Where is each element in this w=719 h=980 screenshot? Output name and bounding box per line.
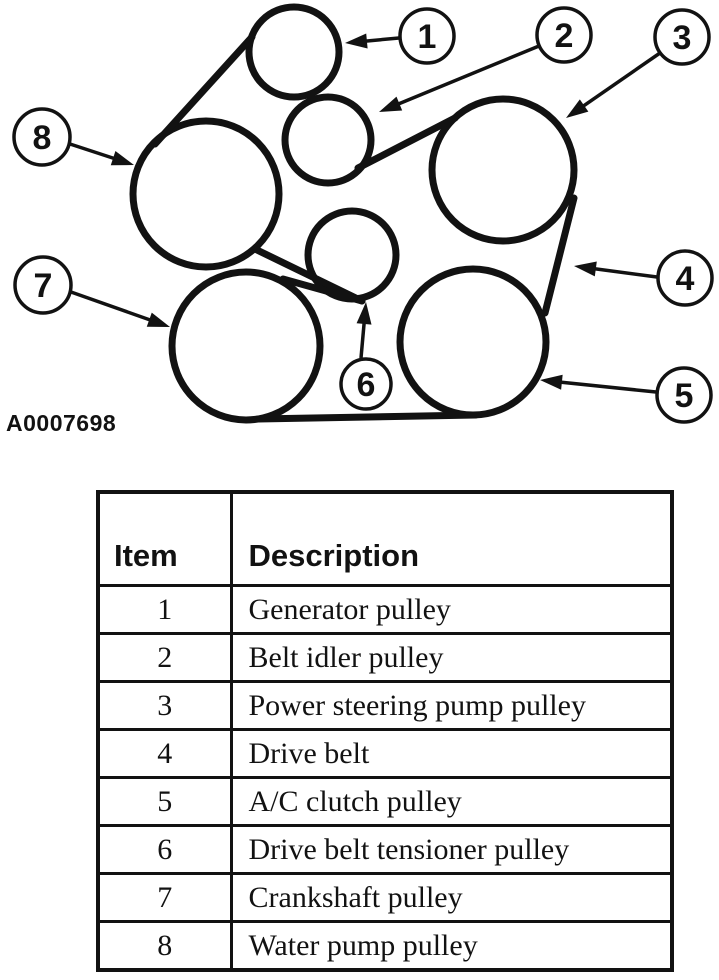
callout-number-8: 8 <box>33 119 52 157</box>
callout-arrowhead <box>356 302 372 325</box>
drive-belt-segment <box>254 411 480 423</box>
item-number-cell: 6 <box>96 824 233 875</box>
callout-bubble-4 <box>656 249 714 307</box>
callout-number-3: 3 <box>673 19 692 57</box>
drive-belt-segment <box>354 114 459 172</box>
item-number-cell: 1 <box>96 584 233 635</box>
callout-bubble-8 <box>12 107 72 167</box>
item-number-cell: 4 <box>96 728 233 779</box>
pulley-drive-belt-tensioner-pulley <box>304 207 400 303</box>
callout-arrowhead <box>379 96 403 112</box>
callout-bubble-6 <box>339 357 393 411</box>
callout-number-7: 7 <box>34 267 53 305</box>
callout-bubble-7 <box>13 255 73 315</box>
pulley-ac-clutch-pulley <box>396 265 550 419</box>
item-number-cell: 7 <box>96 872 233 923</box>
callout-arrow-line <box>359 319 367 359</box>
callout-number-5: 5 <box>675 377 694 415</box>
callout-arrow-line <box>362 36 400 44</box>
table-header-row: Item Description <box>96 490 674 587</box>
description-cell: Power steering pump pulley <box>229 680 674 731</box>
drive-belt-segment <box>151 33 256 148</box>
item-number-cell: 2 <box>96 632 233 683</box>
callout-arrowhead <box>110 151 134 166</box>
callout-arrowhead <box>574 261 597 277</box>
pulley-crankshaft-pulley <box>168 268 324 424</box>
callout-arrow-line <box>591 266 658 279</box>
callout-arrow-line <box>394 44 540 107</box>
callout-arrow-line <box>557 380 657 394</box>
callout-arrow-line <box>579 51 661 110</box>
description-cell: Belt idler pulley <box>229 632 674 683</box>
item-number-cell: 8 <box>96 920 233 972</box>
description-cell: A/C clutch pulley <box>229 776 674 827</box>
description-cell: Drive belt <box>229 728 674 779</box>
callout-arrowhead <box>146 312 170 327</box>
callout-bubble-2 <box>535 6 593 64</box>
callout-number-6: 6 <box>357 366 376 404</box>
callout-number-4: 4 <box>676 260 695 298</box>
description-cell: Drive belt tensioner pulley <box>229 824 674 875</box>
callout-arrowhead <box>540 374 563 390</box>
callout-arrowhead <box>566 99 589 118</box>
callout-arrowhead <box>345 33 368 49</box>
figure-code: A0007698 <box>6 410 116 436</box>
pulley-generator-pulley <box>245 3 343 101</box>
callout-number-1: 1 <box>418 18 437 56</box>
callout-number-2: 2 <box>555 17 574 55</box>
pulley-belt-idler-pulley <box>281 93 375 187</box>
column-header-description: Description <box>229 490 674 587</box>
column-header-item: Item <box>96 490 233 587</box>
item-number-cell: 3 <box>96 680 233 731</box>
description-cell: Water pump pulley <box>229 920 674 972</box>
callout-bubble-3 <box>653 8 711 66</box>
callout-bubble-5 <box>655 366 713 424</box>
pulley-water-pump-pulley <box>129 117 283 271</box>
description-cell: Crankshaft pulley <box>229 872 674 923</box>
drive-belt-segment <box>279 275 366 305</box>
callout-arrow-line <box>69 142 118 162</box>
callout-arrow-line <box>70 290 154 323</box>
drive-belt-segment <box>541 194 578 317</box>
description-cell: Generator pulley <box>229 584 674 635</box>
item-number-cell: 5 <box>96 776 233 827</box>
callout-bubble-1 <box>398 7 456 65</box>
pulley-power-steering-pump-pulley <box>428 95 578 245</box>
